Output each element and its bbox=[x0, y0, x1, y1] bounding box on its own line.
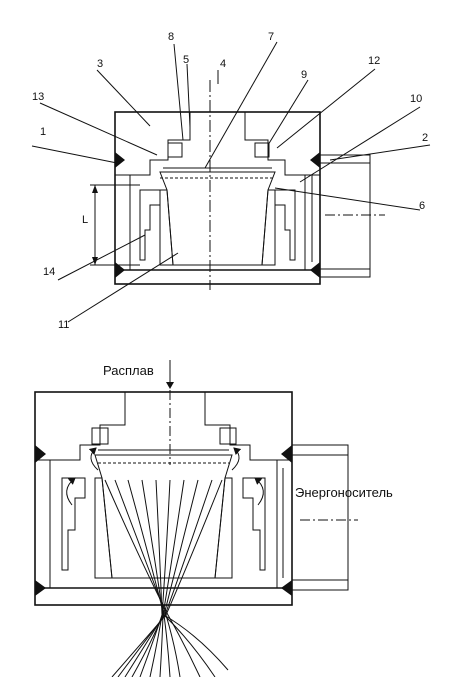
bottom-operation-view: Расплав bbox=[34, 360, 393, 677]
label-8: 8 bbox=[168, 31, 174, 43]
dimension-label-L: L bbox=[82, 214, 88, 226]
top-section-view: 1 2 3 4 5 6 7 8 9 10 11 12 13 14 L bbox=[31, 31, 431, 331]
label-1: 1 bbox=[40, 126, 46, 138]
label-9: 9 bbox=[301, 69, 307, 81]
melt-label: Расплав bbox=[103, 363, 154, 378]
label-3: 3 bbox=[97, 58, 103, 70]
label-14: 14 bbox=[43, 266, 55, 278]
label-10: 10 bbox=[410, 93, 422, 105]
label-11: 11 bbox=[58, 319, 69, 331]
label-5: 5 bbox=[183, 54, 189, 66]
label-4: 4 bbox=[220, 58, 226, 70]
label-13: 13 bbox=[32, 91, 44, 103]
label-2: 2 bbox=[422, 132, 428, 144]
spray-jet bbox=[104, 479, 229, 677]
label-12: 12 bbox=[368, 55, 380, 67]
energy-carrier-label: Энергоноситель bbox=[295, 485, 393, 500]
label-6: 6 bbox=[419, 200, 425, 212]
label-7: 7 bbox=[268, 31, 274, 43]
